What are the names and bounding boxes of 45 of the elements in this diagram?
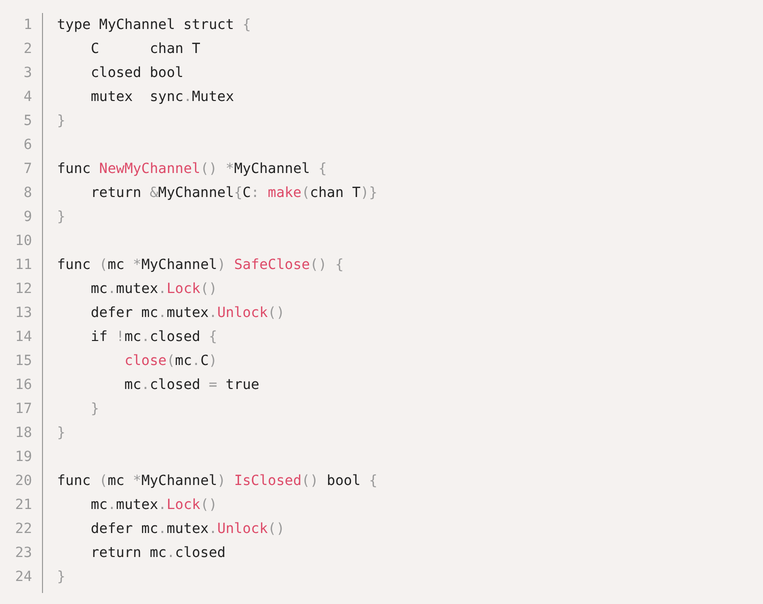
code-line: return mc.closed bbox=[90, 544, 226, 563]
line-number: 16 bbox=[14, 376, 32, 395]
code-line: } bbox=[57, 112, 66, 131]
line-number: 17 bbox=[14, 400, 32, 419]
code-line: mc.mutex.Lock() bbox=[90, 496, 218, 515]
line-number: 22 bbox=[14, 520, 32, 539]
line-number: 13 bbox=[14, 304, 32, 323]
code-line: if !mc.closed { bbox=[90, 328, 218, 347]
code-line: mc.closed = true bbox=[123, 376, 260, 395]
code-line: mutex sync.Mutex bbox=[90, 88, 234, 107]
line-number: 9 bbox=[22, 208, 32, 227]
line-number: 15 bbox=[14, 352, 32, 371]
line-number: 3 bbox=[22, 64, 32, 83]
line-number: 18 bbox=[14, 424, 32, 443]
line-number: 5 bbox=[22, 112, 32, 131]
code-line: defer mc.mutex.Unlock() bbox=[90, 520, 285, 539]
line-number: 6 bbox=[22, 136, 32, 155]
line-number: 7 bbox=[22, 160, 32, 179]
code-line: close(mc.C) bbox=[123, 352, 218, 371]
line-number: 10 bbox=[14, 232, 32, 251]
code-line: func (mc *MyChannel) IsClosed() bool { bbox=[57, 472, 378, 491]
line-number: 20 bbox=[14, 472, 32, 491]
line-number: 24 bbox=[14, 568, 32, 587]
code-line: C chan T bbox=[90, 40, 200, 59]
line-number: 1 bbox=[22, 16, 32, 35]
line-number: 2 bbox=[22, 40, 32, 59]
code-line: func (mc *MyChannel) SafeClose() { bbox=[57, 256, 344, 275]
line-number: 14 bbox=[14, 328, 32, 347]
code-line: func NewMyChannel() *MyChannel { bbox=[57, 160, 327, 179]
code-line: return &MyChannel{C: make(chan T)} bbox=[90, 184, 378, 203]
code-line: mc.mutex.Lock() bbox=[90, 280, 218, 299]
code-line: } bbox=[90, 400, 100, 419]
code-line: } bbox=[57, 424, 66, 443]
code-line: } bbox=[57, 568, 66, 587]
line-number: 12 bbox=[14, 280, 32, 299]
code-line: defer mc.mutex.Unlock() bbox=[90, 304, 285, 323]
line-number: 11 bbox=[14, 256, 32, 275]
line-number: 19 bbox=[14, 448, 32, 467]
code-line: closed bool bbox=[90, 64, 184, 83]
line-number: 4 bbox=[22, 88, 32, 107]
line-number: 21 bbox=[14, 496, 32, 515]
line-number: 8 bbox=[22, 184, 32, 203]
line-number: 23 bbox=[14, 544, 32, 563]
code-line: } bbox=[57, 208, 66, 227]
code-line: type MyChannel struct { bbox=[57, 16, 251, 35]
